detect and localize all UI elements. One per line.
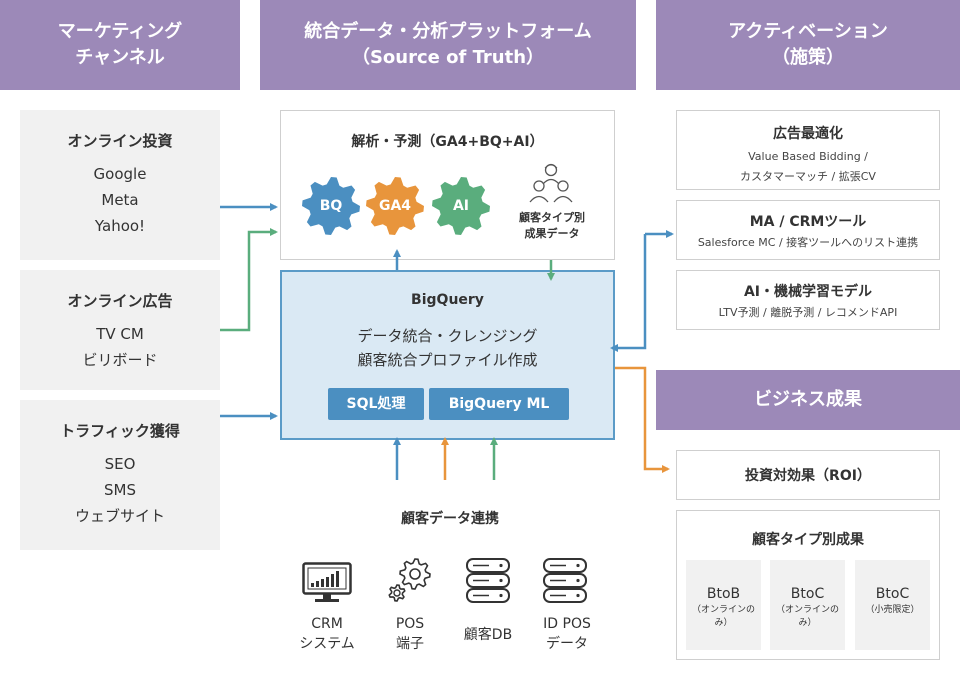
channel-title: オンライン広告 — [67, 292, 173, 310]
ai-ml-model-box: AI・機械学習モデル LTV予測 / 離脱予測 / レコメンドAPI — [676, 270, 940, 330]
label-line: POS — [395, 616, 425, 632]
arrow-to-roi — [615, 366, 670, 473]
arrow-activation-feedback — [610, 234, 647, 352]
ad-optimization-box: 広告最適化 Value Based Bidding / カスタマーマッチ / 拡… — [676, 110, 940, 190]
channel-box-online-ads: オンライン広告 TV CM ビリボード — [20, 270, 220, 390]
platform-header-line1: 統合データ・分析プラットフォーム — [304, 21, 592, 42]
activation-sub: Salesforce MC / 接客ツールへのリスト連携 — [697, 236, 919, 249]
label-line: CRM — [311, 616, 343, 632]
segment-note: （小売限定） — [865, 605, 920, 615]
channel-title: トラフィック獲得 — [60, 422, 180, 440]
crm-monitor-icon — [302, 562, 352, 602]
channel-item: ビリボード — [82, 351, 158, 369]
channel-item: Yahoo! — [94, 217, 146, 235]
bigquery-ml-button[interactable]: BigQuery ML — [429, 388, 569, 420]
activation-sub: Value Based Bidding / — [748, 150, 868, 163]
activation-header-line1: アクティベーション — [728, 21, 888, 42]
channel-box-traffic: トラフィック獲得 SEO SMS ウェブサイト — [20, 400, 220, 550]
gear-label: BQ — [319, 198, 343, 214]
activation-sub: カスタマーマッチ / 拡張CV — [740, 170, 876, 183]
data-links-title: 顧客データ連携 — [401, 511, 499, 527]
activation-sub: LTV予測 / 離脱予測 / レコメンドAPI — [718, 306, 898, 319]
arrow-online-ads — [220, 228, 278, 332]
gear-label: AI — [452, 198, 470, 214]
gear-shape — [302, 177, 360, 235]
business-header-text: ビジネス成果 — [754, 389, 862, 410]
activation-title: 広告最適化 — [773, 126, 843, 142]
label-line: 顧客DB — [463, 627, 513, 643]
channel-item: Meta — [101, 191, 139, 209]
segment-note: （オンラインのみ） — [775, 605, 839, 628]
gear-label: GA4 — [378, 198, 412, 214]
roi-box: 投資対効果（ROI） — [676, 450, 940, 500]
analysis-title: 解析・予測（GA4+BQ+AI） — [351, 134, 544, 150]
channel-item: SMS — [104, 481, 136, 499]
roi-label: 投資対効果（ROI） — [745, 468, 871, 484]
segment-card: BtoB （オンラインのみ） — [686, 560, 761, 650]
customer-db-label: 顧客DB — [448, 625, 528, 645]
ma-crm-tool-box: MA / CRMツール Salesforce MC / 接客ツールへのリスト連携 — [676, 200, 940, 260]
customer-db-icon — [466, 558, 510, 603]
sql-processing-button[interactable]: SQL処理 — [328, 388, 424, 420]
bq-gear-icon: BQ — [302, 177, 360, 235]
customer-persona-icon — [529, 163, 573, 203]
channel-box-online-investment: オンライン投資 Google Meta Yahoo! — [20, 110, 220, 260]
id-pos-database-icon — [543, 558, 587, 603]
label-line: ID POS — [543, 616, 591, 632]
channel-item: Google — [93, 165, 147, 183]
pos-terminal-label: POS 端子 — [370, 614, 450, 654]
channel-item: ウェブサイト — [74, 507, 165, 525]
label-line: 端子 — [396, 636, 424, 652]
bigquery-description: データ統合・クレンジング 顧客統合プロファイル作成 — [282, 324, 613, 372]
bigquery-title: BigQuery — [411, 292, 484, 308]
platform-header: 統合データ・分析プラットフォーム （Source of Truth） — [260, 0, 636, 90]
segment-note: （オンラインのみ） — [691, 605, 755, 628]
persona-label: 顧客タイプ別 成果データ — [504, 210, 600, 242]
marketing-channel-header: マーケティング チャンネル — [0, 0, 240, 90]
activation-title: AI・機械学習モデル — [743, 284, 873, 300]
marketing-header-line1: マーケティング — [57, 21, 183, 42]
persona-label-line1: 顧客タイプ別 — [519, 211, 585, 224]
channel-item: TV CM — [96, 325, 144, 343]
gear-shape — [366, 177, 424, 235]
segment-name: BtoB — [706, 586, 741, 602]
business-result-header: ビジネス成果 — [656, 370, 960, 430]
segment-card: BtoC （オンラインのみ） — [770, 560, 845, 650]
activation-header: アクティベーション （施策） — [656, 0, 960, 90]
channel-item: SEO — [104, 455, 136, 473]
id-pos-data-label: ID POS データ — [527, 614, 607, 654]
channel-title: オンライン投資 — [67, 132, 173, 150]
marketing-header-line2: チャンネル — [75, 47, 165, 68]
gear-shape — [432, 177, 490, 235]
segment-card: BtoC （小売限定） — [855, 560, 930, 650]
activation-header-line2: （施策） — [772, 47, 844, 68]
crm-system-label: CRM システム — [287, 614, 367, 654]
ga4-gear-icon: GA4 — [366, 177, 424, 235]
segment-name: BtoC — [790, 586, 825, 602]
activation-title: MA / CRMツール — [749, 214, 867, 230]
label-line: データ — [546, 636, 588, 652]
platform-header-line2: （Source of Truth） — [351, 47, 545, 68]
bigquery-line: 顧客統合プロファイル作成 — [357, 351, 538, 369]
label-line: システム — [299, 636, 355, 652]
gears-icon — [388, 558, 431, 602]
segment-name: BtoC — [875, 586, 910, 602]
persona-label-line2: 成果データ — [524, 227, 580, 240]
bigquery-line: データ統合・クレンジング — [357, 327, 538, 345]
segment-results-title: 顧客タイプ別成果 — [752, 532, 864, 548]
ai-gear-icon: AI — [432, 177, 490, 235]
